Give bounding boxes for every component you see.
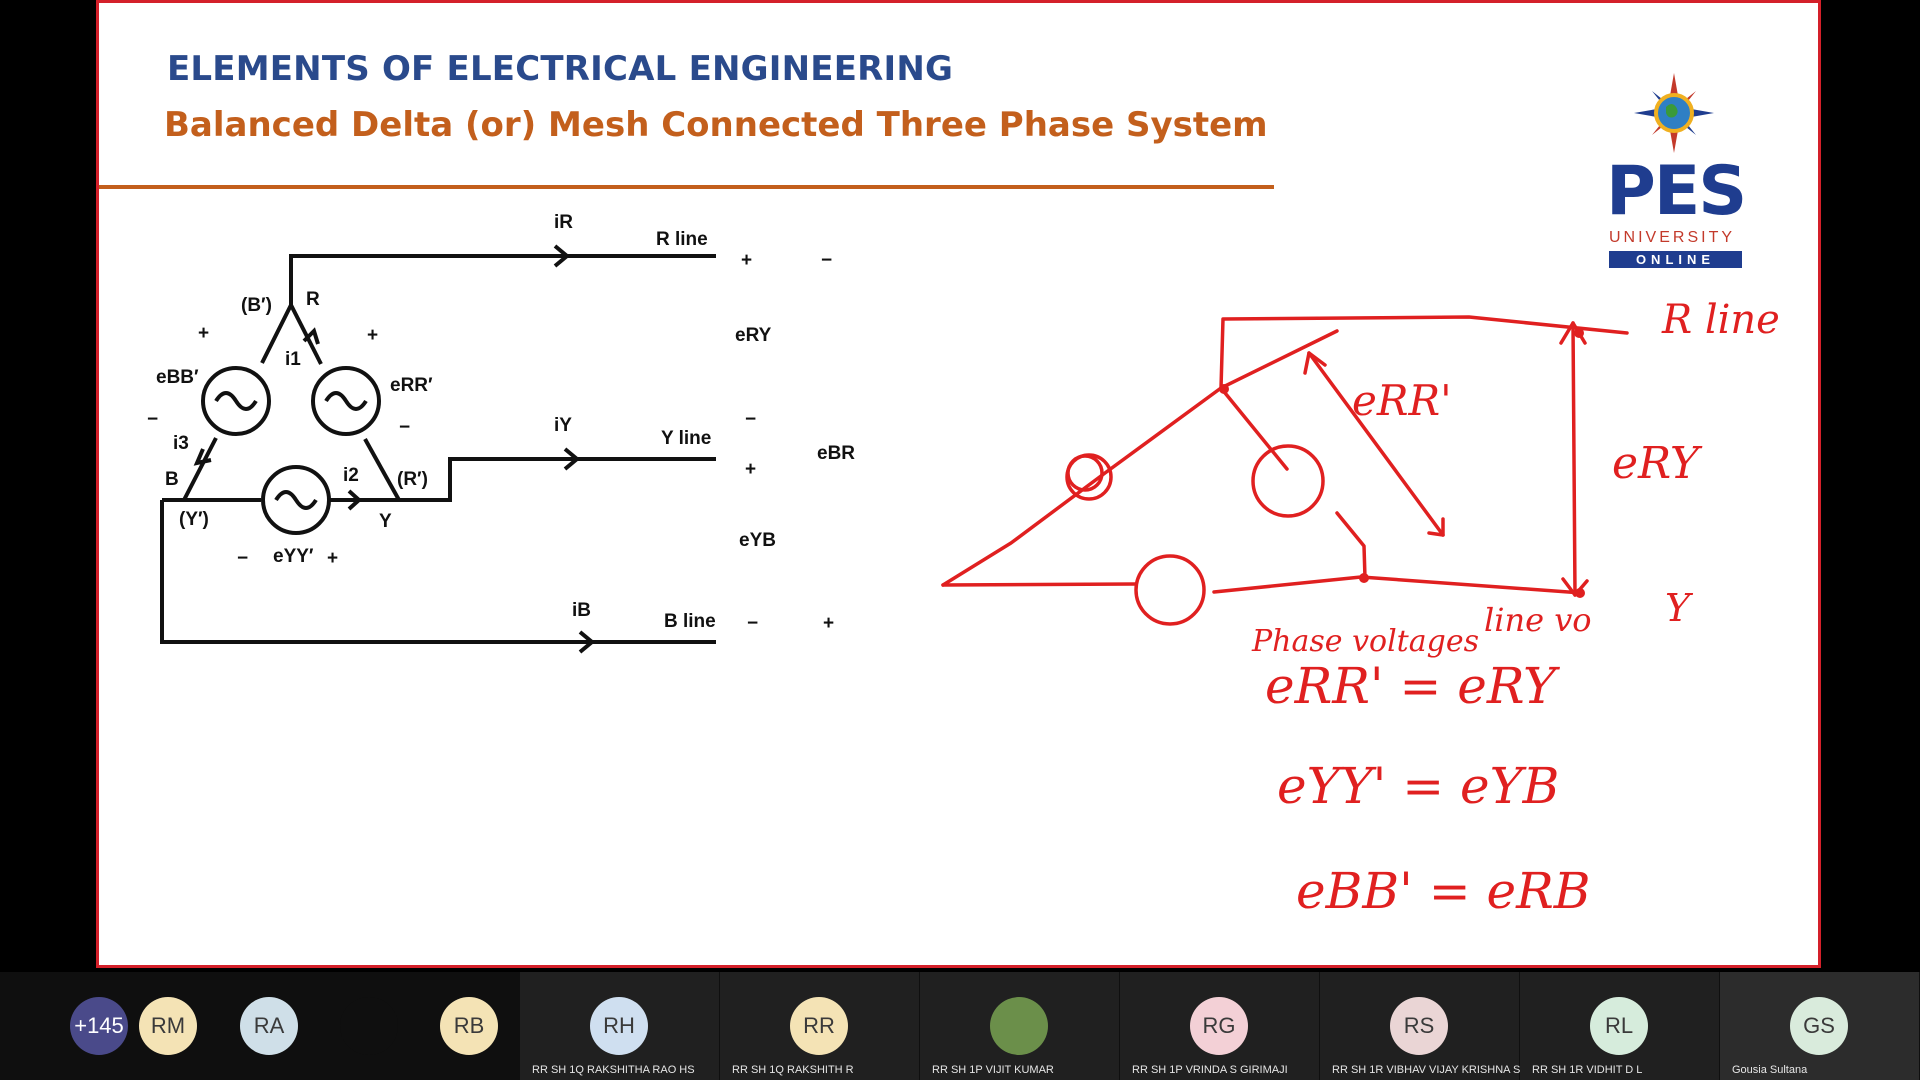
participant-tile[interactable]: RS RR SH 1R VIBHAV VIJAY KRISHNA S... — [1320, 972, 1529, 1080]
slide: ELEMENTS OF ELECTRICAL ENGINEERING Balan… — [96, 0, 1821, 968]
participant-avatar: GS — [1790, 997, 1848, 1055]
participant-photo — [990, 997, 1048, 1055]
sign-minus: − — [399, 417, 410, 438]
participant-name: Gousia Sultana — [1732, 1064, 1808, 1076]
sign-minus: − — [745, 409, 756, 430]
sign-plus: + — [823, 613, 834, 634]
participant-strip: +145 RM RA RB RH RR SH 1Q RAKSHITHA RAO … — [0, 972, 1920, 1080]
hw-equation-1: eRR' = eRY — [1265, 657, 1560, 715]
participant-name: RR SH 1R VIDHIT D L — [1532, 1064, 1643, 1076]
label-yprime: (Y′) — [179, 509, 209, 530]
label-r-line: R line — [656, 229, 708, 250]
title-rule — [99, 185, 1274, 189]
participant-avatar: RM — [139, 997, 197, 1055]
label-y-line: Y line — [661, 428, 711, 449]
label-iy: iY — [554, 415, 572, 436]
pes-compass-logo — [1634, 73, 1714, 153]
participant-name: RR SH 1P VRINDA S GIRIMAJI — [1132, 1064, 1288, 1076]
label-ib: iB — [572, 600, 591, 621]
sign-plus: + — [198, 323, 209, 344]
participant-name: RR SH 1Q RAKSHITH R — [732, 1064, 854, 1076]
sign-plus: + — [327, 548, 338, 569]
participant-avatar: RS — [1390, 997, 1448, 1055]
participant-tile[interactable]: RM — [109, 972, 308, 1080]
label-b-line: B line — [664, 611, 716, 632]
participant-name: RR SH 1R VIBHAV VIJAY KRISHNA S... — [1332, 1064, 1530, 1076]
hw-equation-3: eBB' = eRB — [1296, 862, 1590, 920]
delta-circuit-diagram: iR R line + − eRY (B′) R + + i1 eBB′ eRR… — [147, 212, 855, 654]
label-i1: i1 — [285, 349, 301, 370]
hw-y: Y — [1665, 586, 1694, 630]
label-eyb: eYB — [739, 530, 776, 551]
hw-line-vo: line vo — [1484, 601, 1592, 639]
label-bprime: (B′) — [241, 295, 272, 316]
participant-avatar: RL — [1590, 997, 1648, 1055]
label-ir: iR — [554, 212, 573, 233]
participant-name: RR SH 1P VIJIT KUMAR — [932, 1064, 1054, 1076]
online-badge: ONLINE — [1609, 251, 1742, 268]
participant-avatar: RG — [1190, 997, 1248, 1055]
participant-tile[interactable]: RL RR SH 1R VIDHIT D L — [1520, 972, 1719, 1080]
sign-plus: + — [367, 325, 378, 346]
participant-tile[interactable]: GS Gousia Sultana — [1720, 972, 1919, 1080]
sign-plus: + — [741, 250, 752, 271]
participant-tile[interactable]: RR SH 1P VIJIT KUMAR — [920, 972, 1119, 1080]
hw-ery: eRY — [1612, 438, 1703, 489]
participant-avatar — [340, 997, 398, 1055]
participant-tile[interactable]: RA — [210, 972, 409, 1080]
handwritten-annotations: R line eRR' eRY Y Phase voltages line vo… — [941, 297, 1780, 920]
hw-equation-2: eYY' = eYB — [1277, 757, 1559, 815]
slide-subtitle: Balanced Delta (or) Mesh Connected Three… — [164, 105, 1268, 145]
label-r-node: R — [306, 289, 320, 310]
sign-minus: − — [821, 250, 832, 271]
hw-r-line: R line — [1661, 297, 1780, 343]
participant-tile[interactable]: +145 — [0, 972, 199, 1080]
university-text: UNIVERSITY — [1609, 229, 1736, 246]
label-eyy: eYY′ — [273, 546, 314, 567]
participant-avatar: RA — [240, 997, 298, 1055]
participant-avatar: RH — [590, 997, 648, 1055]
participant-name: RR SH 1Q RAKSHITHA RAO HS — [532, 1064, 695, 1076]
sign-minus: − — [237, 548, 248, 569]
participant-tile[interactable]: RG RR SH 1P VRINDA S GIRIMAJI — [1120, 972, 1319, 1080]
participant-tile[interactable] — [310, 972, 509, 1080]
label-i3: i3 — [173, 433, 189, 454]
sign-minus: − — [747, 613, 758, 634]
label-y-node: Y — [379, 511, 392, 532]
participant-tile[interactable]: RH RR SH 1Q RAKSHITHA RAO HS — [520, 972, 719, 1080]
participant-tile[interactable]: RR RR SH 1Q RAKSHITH R — [720, 972, 919, 1080]
label-ebr: eBR — [817, 443, 855, 464]
participant-avatar[interactable]: +145 — [70, 997, 128, 1055]
participant-avatar: RR — [790, 997, 848, 1055]
label-rprime: (R′) — [397, 469, 428, 490]
participant-tile[interactable]: RB — [410, 972, 609, 1080]
sign-plus: + — [745, 459, 756, 480]
label-ery: eRY — [735, 325, 772, 346]
pes-logo-text: PES — [1606, 152, 1747, 231]
slide-title: ELEMENTS OF ELECTRICAL ENGINEERING — [167, 49, 954, 89]
label-ebb: eBB′ — [156, 367, 199, 388]
label-i2: i2 — [343, 465, 359, 486]
hw-phase-voltages: Phase voltages — [1251, 624, 1479, 659]
hw-err: eRR' — [1352, 376, 1452, 425]
participant-avatar: RB — [440, 997, 498, 1055]
label-b-node: B — [165, 469, 179, 490]
label-err: eRR′ — [390, 375, 433, 396]
sign-minus: − — [147, 409, 158, 430]
